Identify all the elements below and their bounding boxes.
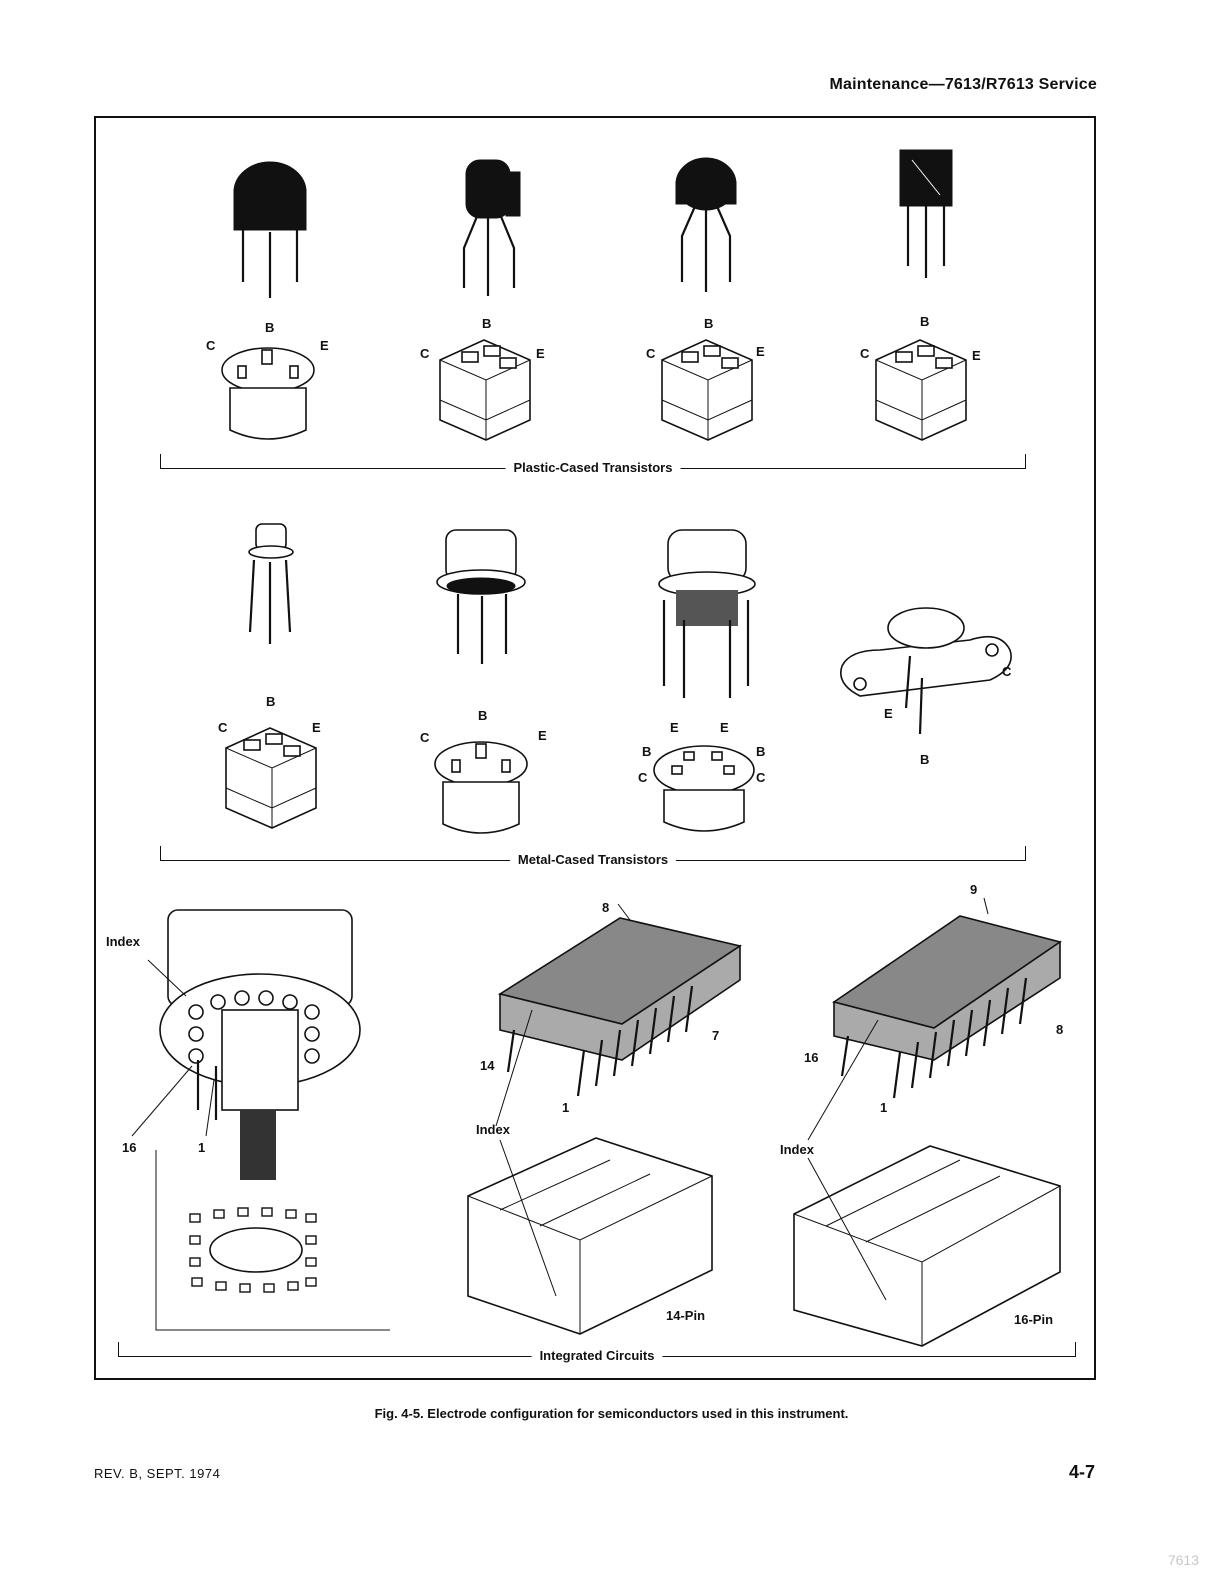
label-b-metal-2: B xyxy=(478,708,488,723)
section-integrated-circuits: Integrated Circuits xyxy=(118,1342,1076,1364)
label-e-plastic-1: E xyxy=(320,338,329,353)
label-pin-16-round: 16 xyxy=(122,1140,137,1155)
label-pin-16-dip16: 16 xyxy=(804,1050,819,1065)
revision-note: REV. B, SEPT. 1974 xyxy=(94,1466,221,1481)
label-c-plastic-3: C xyxy=(646,346,656,361)
watermark: 7613 xyxy=(1167,1552,1199,1568)
label-14-pin: 14-Pin xyxy=(666,1308,706,1323)
label-b-plastic-4: B xyxy=(920,314,930,329)
label-pin-9-dip16: 9 xyxy=(970,882,978,897)
square-socket-4-icon xyxy=(225,727,317,829)
page-header: Maintenance—7613/R7613 Service xyxy=(829,76,1097,93)
label-e-metal-3a: E xyxy=(670,720,679,735)
label-index-dip14: Index xyxy=(476,1122,510,1137)
label-b-plastic-2: B xyxy=(482,316,492,331)
label-c-metal-3a: C xyxy=(638,770,648,785)
page-number: 4-7 xyxy=(1068,1462,1095,1482)
figure-caption: Fig. 4-5. Electrode configuration for se… xyxy=(374,1406,849,1421)
label-pin-8-dip16: 8 xyxy=(1056,1022,1064,1037)
label-pin-8-dip14: 8 xyxy=(602,900,610,915)
label-b-metal-3a: B xyxy=(642,744,652,759)
label-e-plastic-4: E xyxy=(972,348,981,363)
label-e-metal-1: E xyxy=(312,720,321,735)
plastic-transistor-3-icon xyxy=(675,157,737,292)
label-b-plastic-3: B xyxy=(704,316,714,331)
round-socket-1-icon xyxy=(221,347,315,440)
section-ic-title: Integrated Circuits xyxy=(531,1348,663,1363)
label-b-plastic-1: B xyxy=(265,320,275,335)
label-pin-7-dip14: 7 xyxy=(712,1028,720,1043)
metal-transistor-1-icon xyxy=(248,523,294,644)
label-b-metal-4: B xyxy=(920,752,930,767)
dip-16-ic-icon xyxy=(807,897,1062,1141)
plastic-transistor-2-icon xyxy=(462,159,521,296)
section-metal-cased: Metal-Cased Transistors xyxy=(160,846,1026,868)
label-e-metal-2: E xyxy=(538,728,547,743)
round-socket-2-icon xyxy=(434,741,528,834)
label-b-metal-3b: B xyxy=(756,744,766,759)
square-socket-3-icon xyxy=(875,339,967,441)
plastic-transistor-4-icon xyxy=(899,149,953,278)
section-plastic-title: Plastic-Cased Transistors xyxy=(505,460,681,475)
square-socket-1-icon xyxy=(439,339,531,441)
label-b-metal-1: B xyxy=(266,694,276,709)
label-index-round: Index xyxy=(106,934,140,949)
label-index-dip16: Index xyxy=(780,1142,814,1157)
label-c-metal-2: C xyxy=(420,730,430,745)
label-e-plastic-3: E xyxy=(756,344,765,359)
label-pin-14-dip14: 14 xyxy=(480,1058,495,1073)
figure-frame xyxy=(94,116,1096,1380)
plastic-transistor-1-icon xyxy=(233,161,307,298)
label-c-metal-1: C xyxy=(218,720,228,735)
label-pin-1-dip16: 1 xyxy=(880,1100,888,1115)
label-c-plastic-4: C xyxy=(860,346,870,361)
label-e-metal-4: E xyxy=(884,706,893,721)
label-pin-1-round: 1 xyxy=(198,1140,206,1155)
label-16-pin: 16-Pin xyxy=(1014,1312,1054,1327)
label-pin-1-dip14: 1 xyxy=(562,1100,570,1115)
label-c-metal-4: C xyxy=(1002,664,1012,679)
label-c-metal-3b: C xyxy=(756,770,766,785)
square-socket-2-icon xyxy=(661,339,753,441)
round-socket-3-icon xyxy=(653,745,755,832)
label-c-plastic-1: C xyxy=(206,338,216,353)
section-plastic-cased: Plastic-Cased Transistors xyxy=(160,454,1026,476)
section-metal-title: Metal-Cased Transistors xyxy=(509,852,677,867)
dip-16-socket-icon xyxy=(793,1145,1061,1347)
metal-transistor-3-icon xyxy=(658,529,756,698)
metal-transistor-4-icon xyxy=(840,607,1012,735)
dip-14-ic-icon xyxy=(495,903,742,1127)
metal-transistor-2-icon xyxy=(436,529,526,664)
label-e-plastic-2: E xyxy=(536,346,545,361)
round-ic-can-icon xyxy=(131,909,390,1331)
label-c-plastic-2: C xyxy=(420,346,430,361)
label-e-metal-3b: E xyxy=(720,720,729,735)
dip-14-socket-icon xyxy=(467,1137,713,1335)
